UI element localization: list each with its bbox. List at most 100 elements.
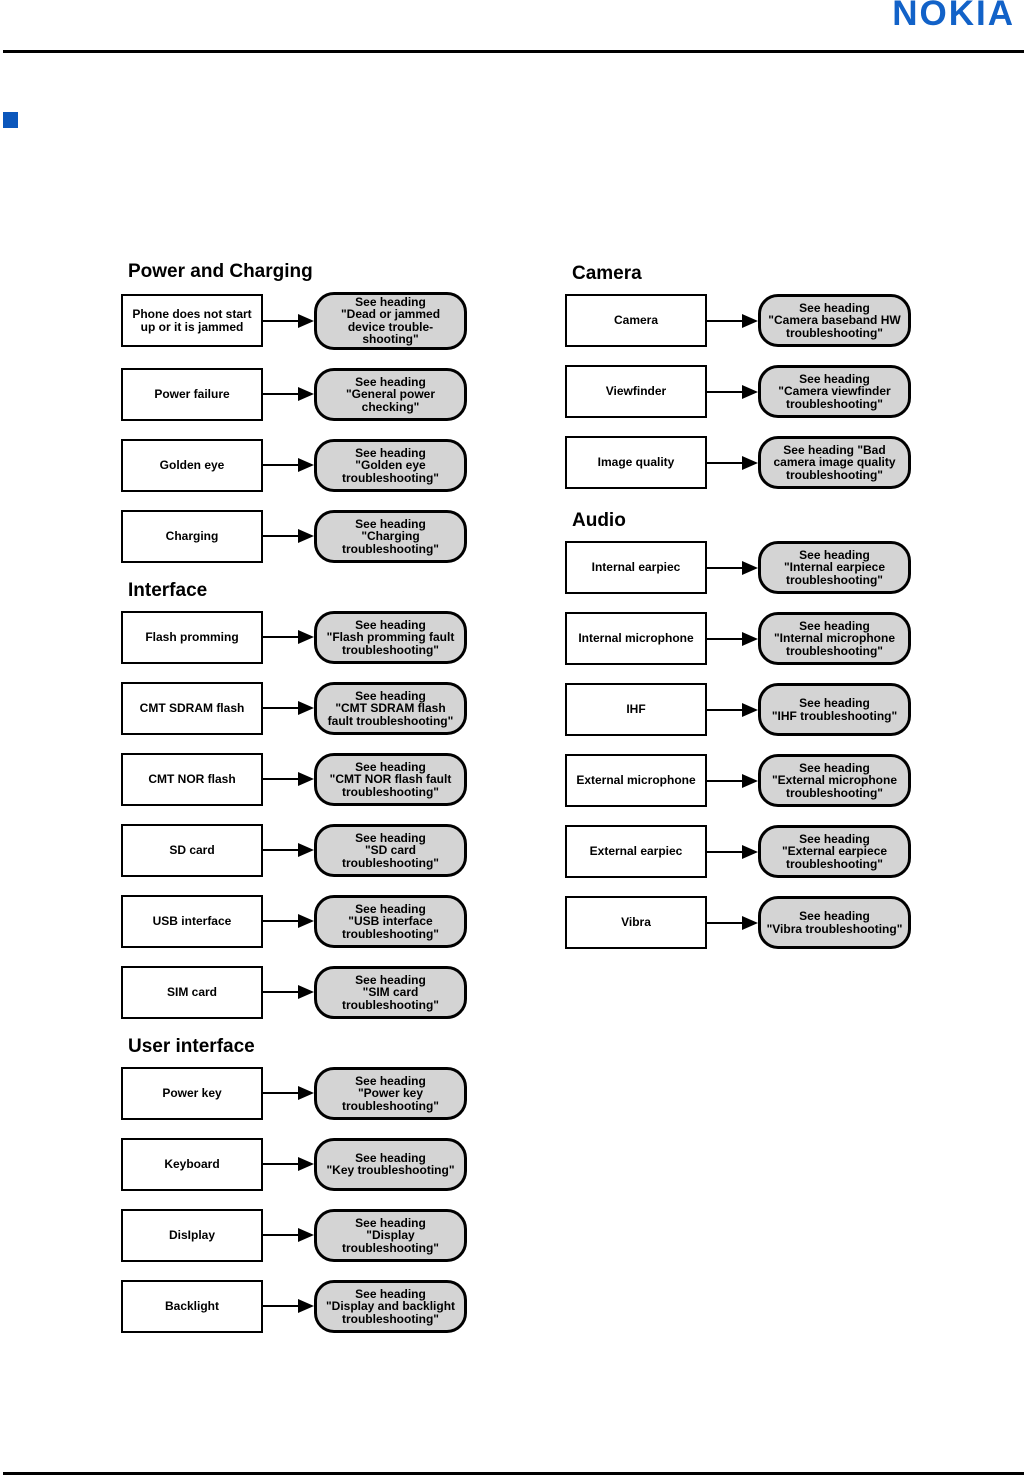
flow-arrow <box>263 914 314 929</box>
arrowhead-icon <box>298 1299 314 1314</box>
flow-row: SIM card See heading "SIM card troublesho… <box>121 965 467 1019</box>
target-label: See heading "Camera viewfinder troublesh… <box>778 371 891 411</box>
arrowhead-icon <box>298 1086 314 1101</box>
arrowhead-icon <box>298 772 314 787</box>
source-label: Image quality <box>597 455 675 470</box>
arrow-line <box>707 779 742 782</box>
arrowhead-icon <box>298 1228 314 1243</box>
source-label: Vibra <box>621 915 651 930</box>
source-label: CMT SDRAM flash <box>139 701 245 716</box>
flow-arrow <box>707 455 758 470</box>
flow-arrow <box>263 387 314 402</box>
nokia-logo: NOKIA <box>892 0 1015 33</box>
arrow-line <box>707 637 742 640</box>
source-label: SIM card <box>166 985 217 1000</box>
footer-rule <box>3 1472 1024 1475</box>
source-box: External microphone <box>565 754 707 807</box>
source-box: CMT SDRAM flash <box>121 681 263 735</box>
arrow-line <box>707 921 742 924</box>
arrowhead-icon <box>742 773 758 788</box>
arrowhead-icon <box>298 701 314 716</box>
section-title: Interface <box>128 579 208 601</box>
target-pill: See heading "Flash promming fault troubl… <box>314 610 467 664</box>
source-box: Golden eye <box>121 438 263 492</box>
target-label: See heading "CMT SDRAM flash fault troub… <box>327 688 454 728</box>
arrowhead-icon <box>298 985 314 1000</box>
flow-arrow <box>263 1086 314 1101</box>
target-label: See heading "Camera baseband HW troubles… <box>768 300 901 340</box>
target-pill: See heading "External microphone trouble… <box>758 754 911 807</box>
target-pill: See heading "External earpiece troublesh… <box>758 825 911 878</box>
arrowhead-icon <box>742 455 758 470</box>
target-pill: See heading "Display and backlight troub… <box>314 1279 467 1333</box>
arrow-line <box>263 991 298 994</box>
source-box: Camera <box>565 294 707 347</box>
arrow-line <box>263 1305 298 1308</box>
flow-row: Camera See heading "Camera baseband HW tr… <box>565 294 911 347</box>
target-pill: See heading "Key troubleshooting" <box>314 1137 467 1191</box>
arrow-line <box>707 566 742 569</box>
target-pill: See heading "Display troubleshooting" <box>314 1208 467 1262</box>
source-box: Internal microphone <box>565 612 707 665</box>
flow-row: Vibra See heading "Vibra troubleshooting" <box>565 896 911 949</box>
flow-arrow <box>263 313 314 328</box>
flow-arrow <box>263 701 314 716</box>
arrowhead-icon <box>298 529 314 544</box>
flow-arrow <box>707 384 758 399</box>
flow-arrow <box>263 458 314 473</box>
target-pill: See heading "Camera baseband HW troubles… <box>758 294 911 347</box>
arrow-line <box>263 636 298 639</box>
arrow-line <box>263 1163 298 1166</box>
arrow-line <box>707 850 742 853</box>
source-label: Phone does not start up or it is jammed <box>132 307 252 334</box>
source-box: External earpiec <box>565 825 707 878</box>
arrow-line <box>263 1234 298 1237</box>
target-pill: See heading "CMT SDRAM flash fault troub… <box>314 681 467 735</box>
target-label: See heading "Key troubleshooting" <box>326 1150 455 1178</box>
source-label: Internal earpiec <box>591 560 681 575</box>
source-label: IHF <box>626 702 646 717</box>
arrowhead-icon <box>742 631 758 646</box>
flow-arrow <box>707 702 758 717</box>
target-pill: See heading "Power key troubleshooting" <box>314 1066 467 1120</box>
arrow-line <box>263 393 298 396</box>
target-pill: See heading "Dead or jammed device troub… <box>314 292 467 350</box>
target-pill: See heading "IHF troubleshooting" <box>758 683 911 736</box>
target-pill: See heading "General power checking" <box>314 367 467 421</box>
arrow-line <box>263 778 298 781</box>
flow-arrow <box>263 630 314 645</box>
flow-arrow <box>263 1157 314 1172</box>
flow-arrow <box>263 843 314 858</box>
arrow-line <box>707 319 742 322</box>
source-label: Golden eye <box>159 458 225 473</box>
target-pill: See heading "SIM card troubleshooting" <box>314 965 467 1019</box>
arrowhead-icon <box>742 313 758 328</box>
source-box: Power key <box>121 1066 263 1120</box>
source-box: USB interface <box>121 894 263 948</box>
target-label: See heading "Vibra troubleshooting" <box>766 909 903 936</box>
source-box: SD card <box>121 823 263 877</box>
arrowhead-icon <box>298 458 314 473</box>
target-label: See heading "External microphone trouble… <box>771 760 898 800</box>
flow-arrow <box>263 1228 314 1243</box>
source-box: Image quality <box>565 436 707 489</box>
source-label: Viewfinder <box>605 384 667 399</box>
source-label: SD card <box>169 843 215 858</box>
source-label: Power key <box>162 1086 222 1101</box>
section-title: Camera <box>572 263 642 284</box>
source-label: Backlight <box>164 1299 219 1314</box>
source-label: External earpiec <box>589 844 683 859</box>
source-label: Keyboard <box>164 1157 220 1172</box>
target-label: See heading "SD card troubleshooting" <box>341 830 439 870</box>
arrow-line <box>263 849 298 852</box>
arrowhead-icon <box>742 915 758 930</box>
